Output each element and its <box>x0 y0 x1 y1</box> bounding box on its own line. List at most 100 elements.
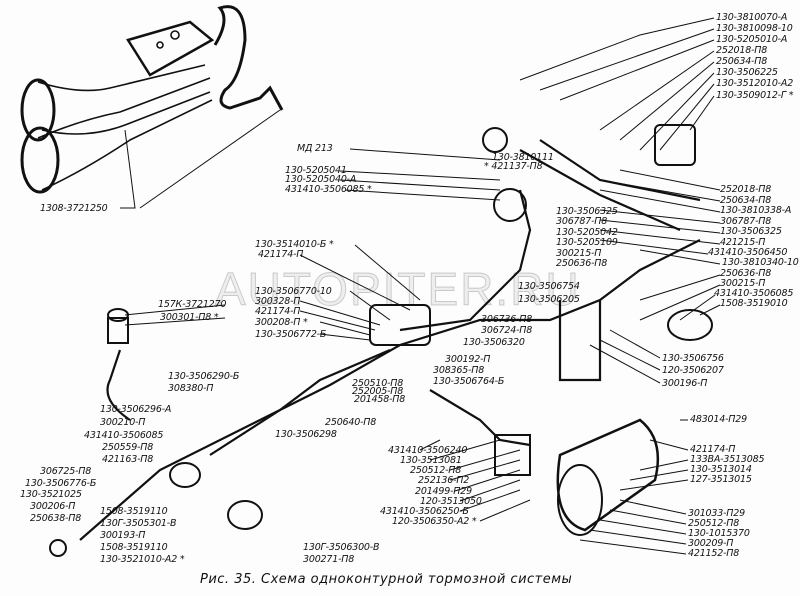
part-number-label: 130-5205010-А <box>716 34 788 45</box>
part-number-label: 306725-П8 <box>40 466 92 477</box>
part-number-label: 130-3514010-Б * <box>255 239 334 250</box>
part-number-label: 300209-П <box>688 538 734 549</box>
part-number-label: 130-3513014 <box>690 464 752 475</box>
part-number-label: 300215-П <box>556 248 602 259</box>
part-number-label: 306736-П8 <box>481 314 533 325</box>
part-number-label: 300192-П <box>445 354 491 365</box>
part-number-label: 130-3810098-10 <box>716 23 793 34</box>
part-number-label: 300271-П8 <box>303 554 355 565</box>
pipe-lines <box>79 139 701 541</box>
part-number-label: 250512-П8 <box>688 518 740 529</box>
part-number-label: 431410-3506450 <box>708 247 788 258</box>
part-number-label: 130-3506290-Б <box>168 371 240 382</box>
part-number-label: 120-3506350-А2 * <box>392 516 477 527</box>
part-number-label: 431410-3506250-Б <box>380 506 469 517</box>
part-number-label: 130-3506320 <box>463 337 525 348</box>
part-number-label: 130-3810111 <box>492 152 554 163</box>
part-number-label: 1508-3519010 <box>720 298 788 309</box>
part-number-label: МД 213 <box>297 143 333 154</box>
part-number-label: 250634-П8 <box>716 56 768 67</box>
part-number-label: 421215-П <box>720 237 766 248</box>
part-number-label: 308380-П <box>168 383 214 394</box>
part-number-label: 120-3506207 <box>662 365 724 376</box>
part-number-label: 130-3506298 <box>275 429 337 440</box>
components <box>49 124 713 557</box>
part-number-label: 130-3506325 <box>720 226 782 237</box>
part-number-label: 431410-3506240 <box>388 445 468 456</box>
part-number-label: 130-5205040-А <box>285 174 357 185</box>
part-number-label: 300215-П <box>720 278 766 289</box>
part-number-label: 130Г-3505301-В <box>100 518 177 529</box>
part-number-label: 133ВА-3513085 <box>690 454 765 465</box>
part-number-label: 431410-3506085 <box>714 288 794 299</box>
part-number-label: 130-3506225 <box>716 67 778 78</box>
part-number-label: 300328-П <box>255 296 301 307</box>
part-number-label: 306724-П8 <box>481 325 533 336</box>
part-number-label: 130-3506205 <box>518 294 580 305</box>
part-number-label: 306787-П8 <box>556 216 608 227</box>
part-number-label: 130-3810338-А <box>720 205 792 216</box>
part-number-label: 130-3810070-А <box>716 12 788 23</box>
part-number-label: 250634-П8 <box>720 195 772 206</box>
part-number-label: 300206-П <box>30 501 76 512</box>
part-number-label: 130-3506772-Б <box>255 329 327 340</box>
part-number-label: 130-3506764-Б <box>433 376 505 387</box>
part-number-label: 127-3513015 <box>690 474 752 485</box>
part-number-label: 130-3513081 <box>400 455 462 466</box>
part-number-label: 421152-П8 <box>688 548 740 559</box>
part-number-label: 130-3506325 <box>556 206 618 217</box>
part-number-label: 306787-П8 <box>720 216 772 227</box>
part-number-label: 130-3512010-А2 <box>716 78 794 89</box>
part-number-label: 130-5205042 <box>556 227 618 238</box>
part-number-label: 300208-П * <box>255 317 308 328</box>
part-number-label: 130-3521025 <box>20 489 82 500</box>
part-number-label: 130-3810340-10 <box>722 257 799 268</box>
part-number-label: * 421137-П8 <box>484 161 543 172</box>
part-number-label: 130-3506756 <box>662 353 724 364</box>
part-number-label: 130-3506770-10 <box>255 286 332 297</box>
part-number-label: 130Г-3506300-В <box>303 542 380 553</box>
part-number-label: 421174-П <box>255 306 301 317</box>
part-number-label: 130-3506776-Б <box>25 478 97 489</box>
part-number-label: 250636-П8 <box>556 258 608 269</box>
part-number-label: 250636-П8 <box>720 268 772 279</box>
part-number-label: 421174-П <box>690 444 736 455</box>
part-number-label: 130-5205041 <box>285 165 347 176</box>
part-number-label: 1308-3721250 <box>40 203 108 214</box>
part-number-label: 252018-П8 <box>716 45 768 56</box>
part-number-label: 250559-П8 <box>102 442 154 453</box>
part-number-label: 421174-П <box>258 249 304 260</box>
part-number-label: 120-3513050 <box>420 496 482 507</box>
part-number-label: 157К-3721270 <box>158 299 227 310</box>
part-number-label: 421163-П8 <box>102 454 154 465</box>
part-number-label: 301033-П29 <box>688 508 745 519</box>
part-number-label: 130-3506296-А <box>100 404 172 415</box>
part-number-label: 300196-П <box>662 378 708 389</box>
part-number-label: 483014-П29 <box>690 414 747 425</box>
part-number-label: 300301-П8 * <box>160 312 219 323</box>
part-number-label: 201458-П8 <box>354 394 406 405</box>
part-number-label: 1508-3519110 <box>100 542 168 553</box>
figure-caption: Рис. 35. Схема одноконтурной тормозной с… <box>200 572 573 587</box>
part-number-label: 252005-П8 <box>352 386 404 397</box>
part-number-label: 431410-3506085 <box>84 430 164 441</box>
part-number-label: 300193-П <box>100 530 146 541</box>
part-number-label: 308365-П8 <box>433 365 485 376</box>
part-number-label: 1508-3519110 <box>100 506 168 517</box>
part-number-label: 250510-П8 <box>352 378 404 389</box>
part-number-label: 130-5205109 <box>556 237 618 248</box>
part-number-label: 130-3506754 <box>518 281 580 292</box>
part-number-label: 300210-П <box>100 417 146 428</box>
part-number-label: 130-3521010-А2 * <box>100 554 185 565</box>
part-number-label: 201499-П29 <box>415 486 472 497</box>
part-number-label: 250512-П8 <box>410 465 462 476</box>
part-number-label: 252018-П8 <box>720 184 772 195</box>
part-number-label: 431410-3506085 * <box>285 184 372 195</box>
part-number-label: 130-1015370 <box>688 528 750 539</box>
watermark: AUTOPITER.RU <box>215 263 581 316</box>
part-number-label: 250638-П8 <box>30 513 82 524</box>
part-number-label: 130-3509012-Г * <box>716 90 794 101</box>
part-number-label: 250640-П8 <box>325 417 377 428</box>
